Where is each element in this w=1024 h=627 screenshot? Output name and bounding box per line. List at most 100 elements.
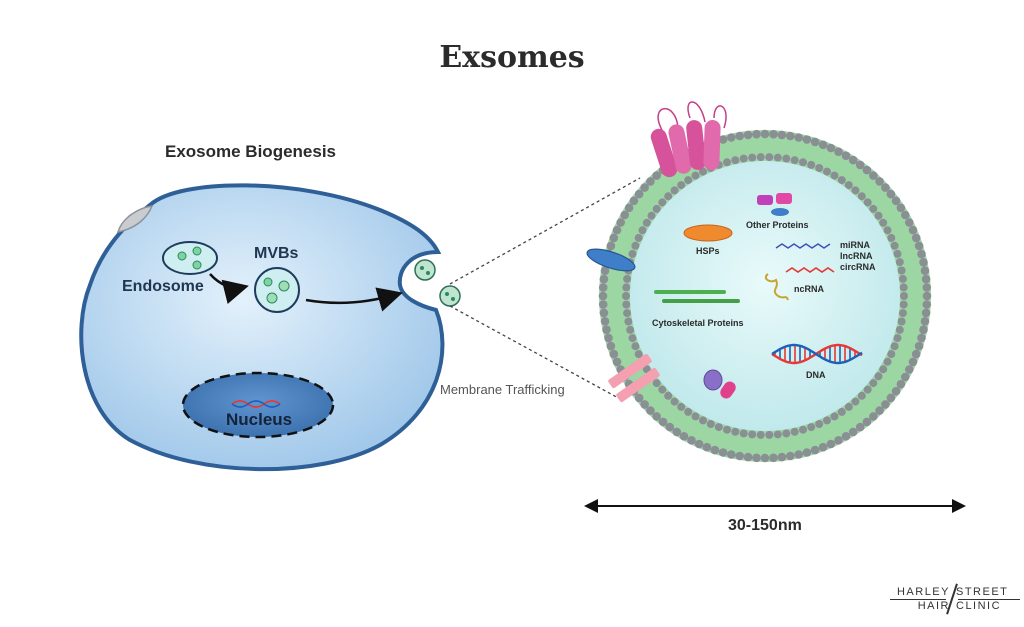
lipid-head xyxy=(777,130,787,140)
lipid-head xyxy=(886,393,896,403)
lipid-head xyxy=(818,442,828,452)
lipid-head xyxy=(807,160,816,169)
lipid-head xyxy=(855,422,865,432)
lipid-head xyxy=(855,160,865,170)
logo-clinic: CLINIC xyxy=(956,600,1002,612)
lipid-head xyxy=(599,274,609,284)
hsps-label: HSPs xyxy=(696,246,720,256)
lipid-head xyxy=(802,448,812,457)
lipid-head xyxy=(640,400,649,409)
logo-hair: HAIR xyxy=(917,600,950,612)
protein-purple xyxy=(703,369,723,391)
dna-label: DNA xyxy=(806,370,826,380)
lipid-head xyxy=(891,196,901,206)
lipid-head xyxy=(895,258,904,267)
ncrna-label: ncRNA xyxy=(794,284,825,294)
lipid-head xyxy=(702,442,712,452)
lipid-head xyxy=(672,427,682,437)
released-exosome-2 xyxy=(439,285,461,307)
lipid-head xyxy=(727,133,736,142)
lipid-head xyxy=(823,167,831,176)
lipid-head xyxy=(869,379,878,388)
lipid-head xyxy=(922,291,932,301)
lipid-head xyxy=(895,325,904,334)
lipid-head xyxy=(634,393,644,403)
other-proteins xyxy=(757,193,792,216)
lipid-head xyxy=(652,204,661,213)
lipid-head xyxy=(869,204,878,213)
lipid-head xyxy=(844,402,853,411)
lipid-head xyxy=(765,430,774,439)
lipid-head xyxy=(851,397,860,406)
lipid-head xyxy=(622,292,630,300)
lipid-head xyxy=(786,131,795,141)
lipid-head xyxy=(893,249,902,258)
lipid-head xyxy=(723,425,731,434)
lipid-head xyxy=(919,325,928,335)
lipid-head xyxy=(652,171,661,180)
lipid-head xyxy=(600,266,610,276)
lipid-head xyxy=(616,218,625,227)
lipid-head xyxy=(652,379,661,388)
membrane-channel xyxy=(608,353,660,403)
lipid-head xyxy=(905,218,914,227)
lipid-head xyxy=(898,274,907,283)
lipid-head xyxy=(815,164,824,172)
lipid-head xyxy=(622,283,631,292)
lipid-head xyxy=(869,171,878,180)
lipid-head xyxy=(760,129,770,139)
lipid-head xyxy=(629,196,639,206)
lipid-head xyxy=(626,325,635,334)
lipid-head xyxy=(887,233,896,242)
lipid-head xyxy=(794,133,803,142)
lipid-head xyxy=(714,423,723,432)
lipid-head xyxy=(752,129,761,139)
lipid-head xyxy=(893,334,902,343)
lipid-head xyxy=(879,218,888,227)
lipid-head xyxy=(777,452,787,462)
lipid-head xyxy=(834,436,843,445)
hsps-protein xyxy=(683,224,733,242)
lipid-head xyxy=(748,430,757,439)
lipid-head xyxy=(815,420,824,428)
lipid-head xyxy=(691,171,700,180)
lipid-head xyxy=(646,177,655,186)
lipid-head xyxy=(830,412,839,421)
lipid-head xyxy=(911,349,921,359)
lipid-head xyxy=(908,225,918,235)
lipid-head xyxy=(896,379,906,389)
lipid-head xyxy=(890,241,899,250)
lipid-head xyxy=(609,233,619,243)
lipid-head xyxy=(862,165,872,175)
lipid-head xyxy=(857,192,866,201)
lipid-head xyxy=(677,402,686,411)
lipid-head xyxy=(911,233,921,243)
lncrna-strand xyxy=(785,267,835,273)
lipid-head xyxy=(901,372,910,382)
lipid-head xyxy=(598,283,608,292)
lipid-head xyxy=(624,317,633,326)
lipid-head xyxy=(837,407,846,416)
lipid-head xyxy=(718,135,728,144)
mvb xyxy=(254,267,300,313)
lipid-head xyxy=(826,439,836,449)
lipid-head xyxy=(679,432,689,441)
lipid-head xyxy=(769,453,778,463)
lipid-head xyxy=(735,451,744,461)
mirna-label: miRNA xyxy=(840,240,871,250)
lipid-head xyxy=(790,427,799,436)
biogenesis-title: Exosome Biogenesis xyxy=(165,142,337,161)
circrna-label: circRNA xyxy=(840,262,876,272)
rna-labels: miRNA lncRNA circRNA xyxy=(840,240,876,273)
lipid-head xyxy=(841,151,851,160)
lipid-head xyxy=(823,416,831,425)
lipid-head xyxy=(640,183,649,192)
lipid-head xyxy=(684,176,693,185)
nucleus-dna xyxy=(231,400,281,408)
lipid-head xyxy=(623,274,632,283)
lipid-head xyxy=(638,226,647,235)
lipid-head xyxy=(769,129,778,139)
lipid-head xyxy=(881,400,890,409)
lipid-head xyxy=(699,167,707,176)
